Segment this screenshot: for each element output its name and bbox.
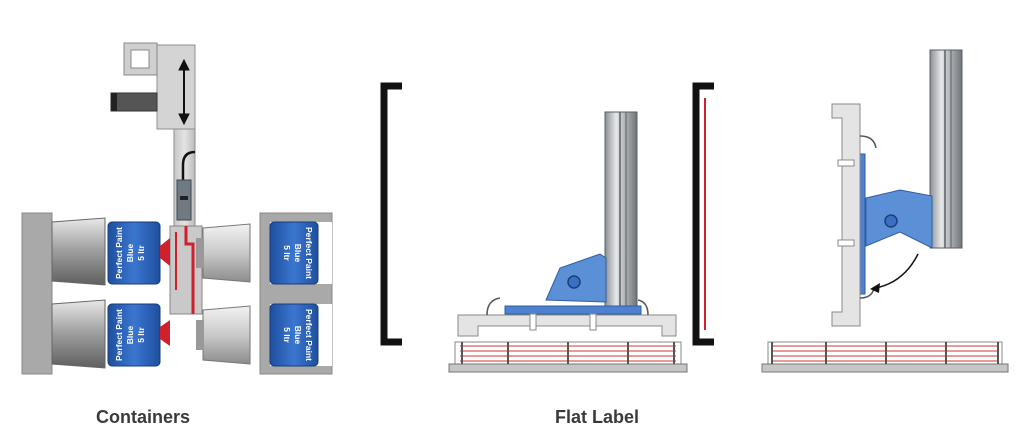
left-cone-bottom [160,320,170,346]
pivot-pin [567,275,581,289]
right-cylinder-bottom [202,305,251,365]
left-cylinder-bottom [51,299,106,369]
motor [110,92,158,112]
applicator-frame [457,314,677,337]
curved-arrow-icon [870,253,919,293]
right-can-top [269,221,319,285]
double-arrow-vertical-icon [178,58,190,126]
vertical-post [604,111,638,309]
bracket-right [692,82,714,346]
pivot-pin-right [884,214,898,228]
svg-text:Blue: Blue [125,244,135,263]
can-text-left-bottom: Perfect Paint Blue 5 ltr [114,309,146,361]
svg-text:5 ltr: 5 ltr [282,245,292,261]
svg-text:Perfect Paint: Perfect Paint [304,309,314,361]
bracket-left [380,82,402,346]
can-text-right-top: Perfect Paint Blue 5 ltr [282,227,314,279]
svg-text:Blue: Blue [293,326,303,345]
sensor-light [180,196,188,200]
motor-cap [111,93,117,111]
pressure-plate [504,305,642,315]
left-housing [21,212,53,375]
can-text-left-top: Perfect Paint Blue 5 ltr [114,227,146,279]
can-text-right-bottom: Perfect Paint Blue 5 ltr [282,309,314,361]
flat-label-assembly [380,82,688,373]
heater-bed-right [761,341,1009,373]
right-cylinder-top [202,223,251,283]
svg-text:Perfect Paint: Perfect Paint [114,227,124,279]
svg-text:Blue: Blue [293,244,303,263]
caption-containers: Containers [96,407,191,427]
right-roller-top [196,238,204,268]
svg-text:5 ltr: 5 ltr [136,327,146,343]
carriage-window [130,49,150,69]
mast-head [156,44,196,130]
label-web [184,226,195,314]
left-cone-top [160,238,170,266]
svg-text:5 ltr: 5 ltr [136,245,146,261]
cable [181,150,196,180]
svg-text:Perfect Paint: Perfect Paint [304,227,314,279]
svg-text:Perfect Paint: Perfect Paint [114,309,124,361]
vertical-post-right [929,49,963,249]
containers-assembly: Perfect Paint Blue 5 ltr Perfect Paint B… [21,42,333,375]
pivot-block-right [865,189,933,249]
left-cylinder-top [51,217,106,286]
caption-flat-label: Flat Label [555,407,640,427]
right-can-bottom [269,303,319,367]
svg-text:5 ltr: 5 ltr [282,327,292,343]
heater-bed [448,341,688,373]
svg-text:Blue: Blue [125,326,135,345]
applicator-frame-right [831,103,861,327]
right-roller-bottom [196,320,204,350]
pivot-label-assembly [692,49,1009,373]
